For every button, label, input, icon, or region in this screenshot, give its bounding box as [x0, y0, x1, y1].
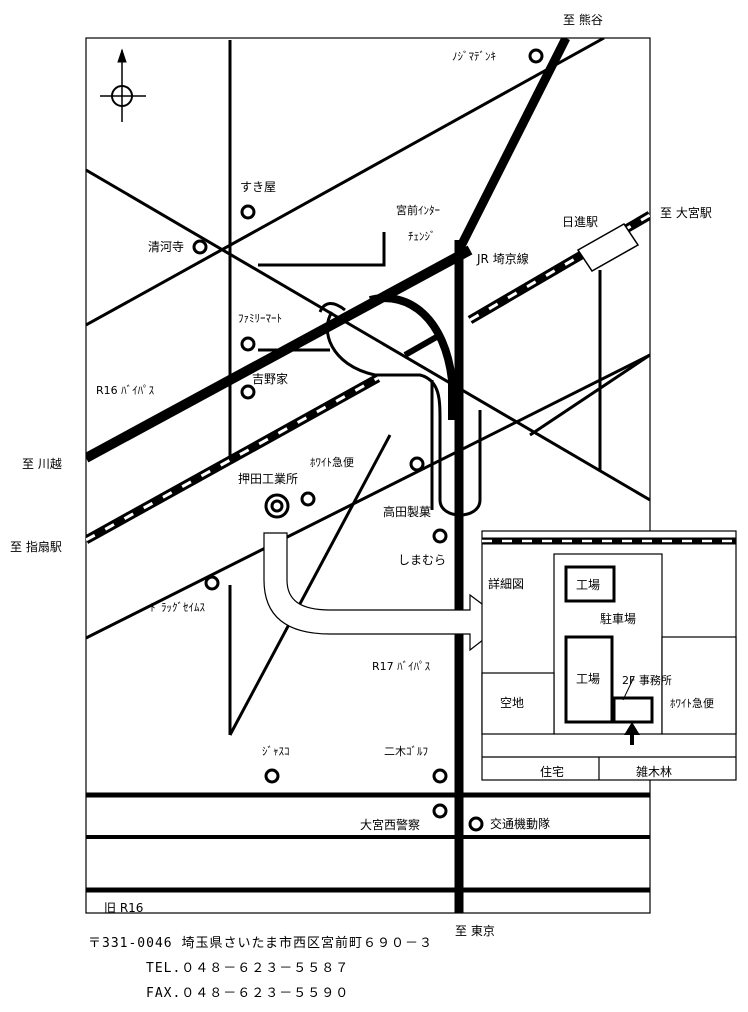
white-express-label: ﾎﾜｲﾄ急便	[310, 455, 354, 469]
landmark-marker-icon	[432, 803, 448, 819]
landmark-marker-icon	[432, 768, 448, 784]
landmark-marker-icon	[468, 816, 484, 832]
detail-woods-label: 雑木林	[636, 764, 672, 779]
nojima-label: ﾉｼﾞﾏﾃﾞﾝｷ	[452, 50, 496, 63]
landmark-marker-icon	[240, 204, 256, 220]
landmark-marker-icon	[192, 239, 208, 255]
detail-white-express-label: ﾎﾜｲﾄ急便	[670, 696, 714, 710]
dest-west-upper-label: 至 川越	[22, 457, 62, 471]
entrance-arrow-icon	[624, 722, 640, 745]
landmark-marker-icon	[432, 528, 448, 544]
ic-label-1: 宮前ｲﾝﾀｰ	[396, 203, 440, 217]
landmark-marker-icon	[240, 384, 256, 400]
landmark-marker-icon	[264, 768, 280, 784]
drugstore-label: ﾄﾞﾗｯｸﾞｾｲﾑｽ	[150, 601, 205, 614]
seikaji-label: 清河寺	[148, 240, 184, 254]
dest-east-label: 至 大宮駅	[660, 205, 712, 220]
detail-factory-2	[564, 635, 614, 724]
compass-icon	[100, 48, 146, 122]
niki-golf-label: 二木ｺﾞﾙﾌ	[384, 745, 428, 758]
jasco-label: ｼﾞｬｽｺ	[262, 745, 290, 758]
landmark-marker-icon	[300, 491, 316, 507]
detail-white-express-lot	[661, 636, 737, 735]
yoshinoya-label: 吉野家	[252, 371, 288, 386]
takada-label: 高田製菓	[383, 504, 431, 519]
detail-office-box	[612, 696, 654, 724]
detail-office-label: 2F 事務所	[622, 673, 672, 687]
horizontal-roads	[86, 792, 650, 893]
dest-north-label: 至 熊谷	[563, 12, 603, 27]
dest-west-lower-label: 至 指扇駅	[10, 539, 62, 554]
kotsu-kidotai-label: 交通機動隊	[490, 816, 550, 831]
familymart-label: ﾌｧﾐﾘｰﾏｰﾄ	[238, 312, 282, 325]
r16-bypass-road	[86, 245, 473, 463]
company-marker-icon	[264, 493, 290, 519]
detail-empty-lot	[481, 672, 555, 735]
landmark-marker-icon	[409, 456, 425, 472]
detail-factory-2-label: 工場	[576, 672, 600, 686]
footer-address: 〒331-0046 埼玉県さいたま市西区宮前町６９０－３	[88, 936, 434, 951]
nisshin-station-label: 日進駅	[562, 215, 598, 229]
sukiya-label: すき屋	[240, 180, 276, 194]
footer-tel: TEL.０４８－６２３－５５８７	[146, 961, 350, 976]
r16-bypass-label: R16 ﾊﾞｲﾊﾟｽ	[96, 384, 155, 397]
map-labels: 至 熊谷 至 大宮駅 至 川越 至 指扇駅 至 東京 ﾉｼﾞﾏﾃﾞﾝｷ すき屋 …	[10, 12, 714, 938]
jr-line-label: JR 埼京線	[476, 251, 529, 266]
landmark-marker-icon	[204, 575, 220, 591]
detail-residence-label: 住宅	[540, 764, 564, 779]
ic-label-2: ﾁｪﾝｼﾞ	[408, 230, 436, 243]
old-r16-label: 旧 R16	[104, 901, 143, 915]
footer-fax: FAX.０４８－６２３－５５９０	[146, 986, 350, 1001]
detail-map	[481, 530, 737, 781]
dest-south-label: 至 東京	[455, 924, 495, 938]
local-roads	[86, 38, 650, 736]
detail-empty-lot-label: 空地	[500, 696, 524, 710]
detail-parking-label: 駐車場	[600, 611, 636, 626]
interchange-ramps	[318, 294, 482, 517]
detail-title: 詳細図	[488, 576, 524, 591]
police-label: 大宮西警察	[360, 817, 420, 832]
nisshin-station-icon	[576, 223, 640, 272]
oshida-label: 押田工業所	[238, 472, 298, 486]
r17-bypass-label: R17 ﾊﾞｲﾊﾟｽ	[372, 660, 431, 673]
expressway-north	[454, 38, 571, 253]
landmark-marker-icon	[240, 336, 256, 352]
detail-factory-1-label: 工場	[576, 578, 600, 592]
shimamura-label: しまむら	[398, 553, 446, 567]
landmark-markers	[192, 48, 544, 832]
detail-factory-1	[564, 565, 616, 603]
landmark-marker-icon	[528, 48, 544, 64]
